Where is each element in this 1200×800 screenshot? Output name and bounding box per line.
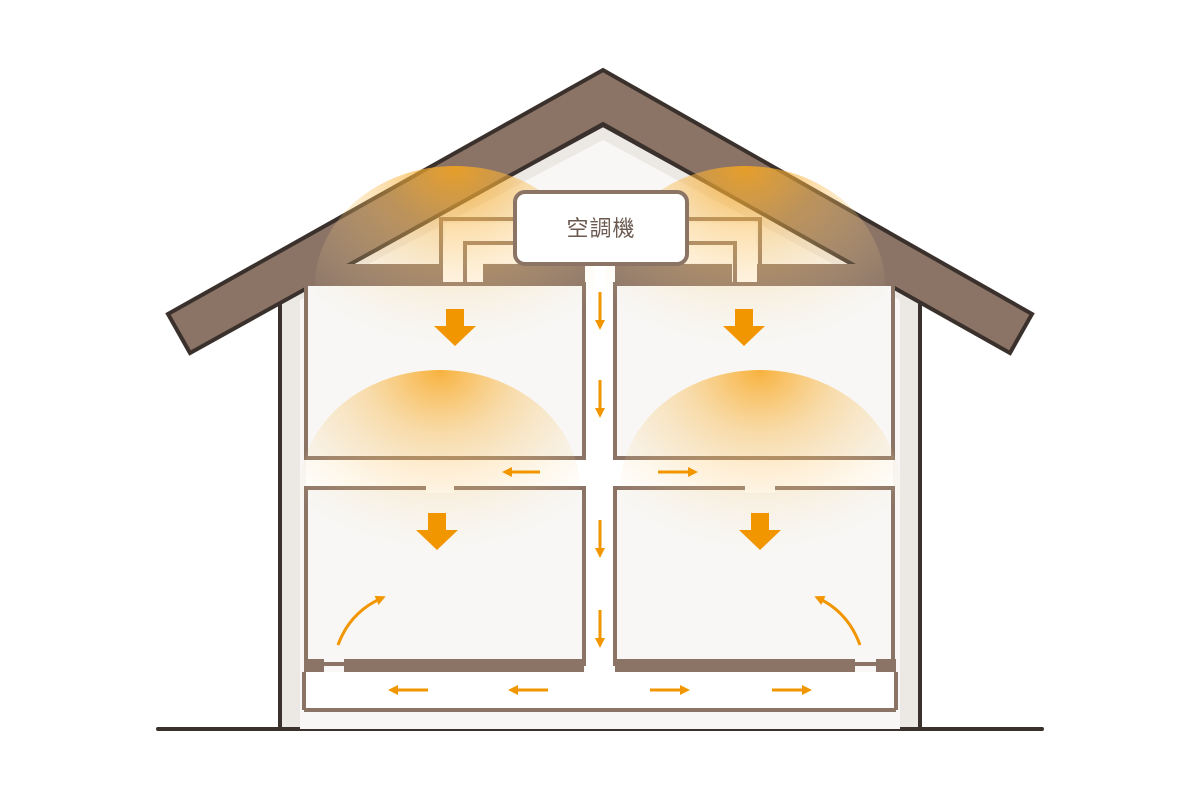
down-arrow-icon [723, 309, 765, 346]
return-airflow-icon [336, 595, 386, 646]
down-arrow-icon [434, 309, 476, 346]
airflow-arrows [336, 292, 862, 695]
return-airflow-icon [814, 596, 862, 646]
warm-air-glows [300, 166, 900, 610]
air-conditioner-unit: 空調機 [513, 190, 689, 266]
roof [165, 67, 1035, 356]
supply-arrows [416, 309, 781, 550]
down-arrow-icon [739, 513, 781, 550]
air-conditioner-label: 空調機 [566, 217, 635, 242]
down-arrow-icon [416, 513, 458, 550]
